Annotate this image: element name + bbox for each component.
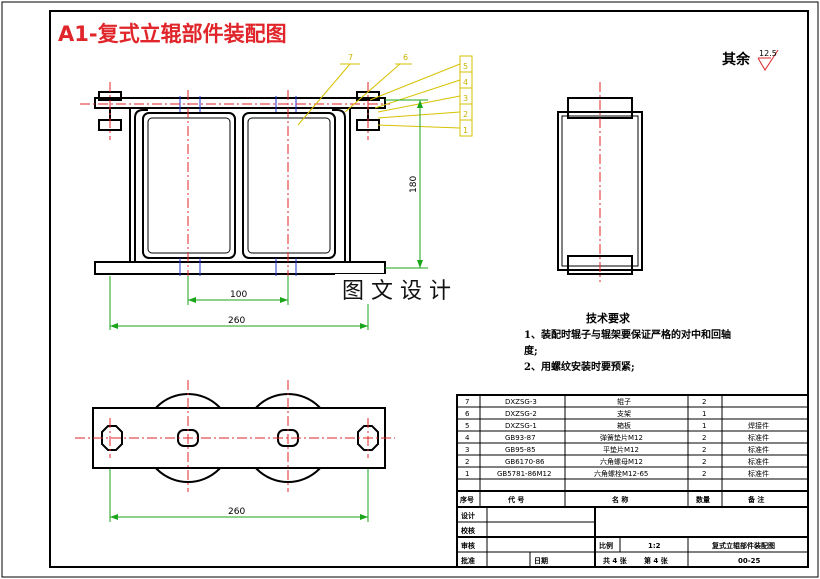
title-block-grid [456,506,809,568]
svg-text:标准件: 标准件 [748,469,769,478]
bom-row: 6 DXZSG-2 支架 1 [465,409,706,418]
svg-text:焊接件: 焊接件 [748,421,769,430]
svg-text:标准件: 标准件 [748,457,769,466]
tb-review: 审核 [461,541,475,550]
svg-text:2: 2 [702,434,706,442]
svg-text:备 注: 备 注 [747,495,764,504]
svg-text:六角螺母M12: 六角螺母M12 [600,457,643,466]
tb-design: 设计 [461,511,475,520]
hex-bolt-4 [357,425,379,451]
tb-drawing-name: 复式立辊部件装配图 [711,541,775,550]
roughness-symbol [757,49,779,71]
tb-approve: 批准 [461,556,475,565]
bom-row: 5 DXZSG-1 箱板 1 焊接件 [465,421,769,430]
svg-text:1: 1 [702,422,706,430]
bom-row: 7 DXZSG-3 辊子 2 [465,397,706,406]
notes-heading: 技术要求 [586,311,631,325]
bom-row: 4 GB93-87 弹簧垫片M12 2 标准件 [465,433,769,442]
watermark: 图 文 设 计 [342,279,451,304]
svg-text:平垫片M12: 平垫片M12 [603,445,639,454]
svg-text:DXZSG-3: DXZSG-3 [505,398,537,406]
svg-text:2: 2 [702,458,706,466]
svg-text:GB95-85: GB95-85 [505,446,536,454]
side-bottom-block [567,255,633,275]
notes-line-1: 1、装配时辊子与辊架要保证严格的对中和回轴 [524,328,731,341]
roughness-value: 12.5 [759,49,777,58]
title-block-text: 设计 校核 审核 批准 日期 比例 1:2 共 4 张 第 4 张 复式立辊部件… [461,511,775,565]
tb-sheet-no: 第 4 张 [644,556,669,565]
svg-text:DXZSG-2: DXZSG-2 [505,410,537,418]
roller-right-inner [247,117,331,254]
tb-check: 校核 [461,526,475,535]
callout-6: 6 [403,53,408,62]
dim-pitch: 100 [230,290,247,300]
bom-row: 3 GB95-85 平垫片M12 2 标准件 [465,445,769,454]
svg-text:2: 2 [702,446,706,454]
top-plate [94,97,386,109]
svg-text:5: 5 [465,422,469,430]
roughness-label: 其余 [722,51,751,68]
bom-rows: 7 DXZSG-3 辊子 2 6 DXZSG-2 支架 1 5 DXZSG-1 箱板 1 焊… [459,397,769,504]
svg-text:标准件: 标准件 [748,433,769,442]
svg-text:DXZSG-1: DXZSG-1 [505,422,537,430]
tb-sheets: 共 4 张 [603,556,628,565]
tb-scale-value: 1:2 [648,542,661,550]
svg-text:4: 4 [465,434,470,442]
center-lines-top [75,380,395,492]
callout-5: 5 [463,62,468,71]
notes-line-2: 2、用螺纹安装时要预紧; [524,360,635,373]
tb-drawing-code: 00-25 [738,557,761,565]
svg-text:名 称: 名 称 [612,495,628,504]
dim-span-top: 260 [228,507,245,517]
svg-text:标准件: 标准件 [748,445,769,454]
left-bracket [129,108,148,262]
dimension-arrows [110,100,423,520]
dim-span-front: 260 [228,316,245,326]
svg-text:GB5781-86M12: GB5781-86M12 [497,470,551,478]
svg-text:支架: 支架 [617,409,631,418]
svg-text:辊子: 辊子 [617,397,631,406]
svg-text:序号: 序号 [459,495,474,504]
tb-scale-label: 比例 [599,541,613,550]
tb-date: 日期 [534,556,548,565]
bom-row: 1 GB5781-86M12 六角螺栓M12-65 2 标准件 [465,469,769,478]
dim-height: 180 [409,176,419,193]
svg-text:1: 1 [465,470,469,478]
hex-bolt-1 [101,425,123,451]
bom-row: 2 GB6170-86 六角螺母M12 2 标准件 [465,457,769,466]
callout-7: 7 [348,53,353,62]
svg-text:弹簧垫片M12: 弹簧垫片M12 [600,433,643,442]
drawing-title: A1-复式立辊部件装配图 [58,22,287,46]
roller-right [242,112,336,259]
roller-left-inner [147,117,231,254]
roller-left [142,112,236,259]
callout-3: 3 [463,94,468,103]
frame-border [49,10,809,568]
callout-4: 4 [463,78,468,87]
bom-header: 序号 代 号 名 称 数量 备 注 [459,495,764,504]
svg-text:1: 1 [702,410,706,418]
svg-text:六角螺栓M12-65: 六角螺栓M12-65 [594,469,648,478]
notes-line-1b: 度; [524,344,538,357]
svg-text:GB93-87: GB93-87 [505,434,536,442]
svg-text:数量: 数量 [696,495,710,504]
callout-numbers: 7 6 5 4 3 2 1 [348,53,468,135]
right-bracket [332,108,351,262]
svg-text:箱板: 箱板 [617,421,631,430]
svg-text:3: 3 [465,446,469,454]
watermark-bg [335,274,481,304]
svg-text:2: 2 [465,458,469,466]
callout-1: 1 [463,126,468,135]
svg-text:2: 2 [702,470,706,478]
svg-text:代 号: 代 号 [507,495,524,504]
svg-text:7: 7 [465,398,469,406]
callout-2: 2 [463,110,468,119]
svg-text:2: 2 [702,398,706,406]
svg-text:6: 6 [465,410,470,418]
svg-text:GB6170-86: GB6170-86 [505,458,545,466]
